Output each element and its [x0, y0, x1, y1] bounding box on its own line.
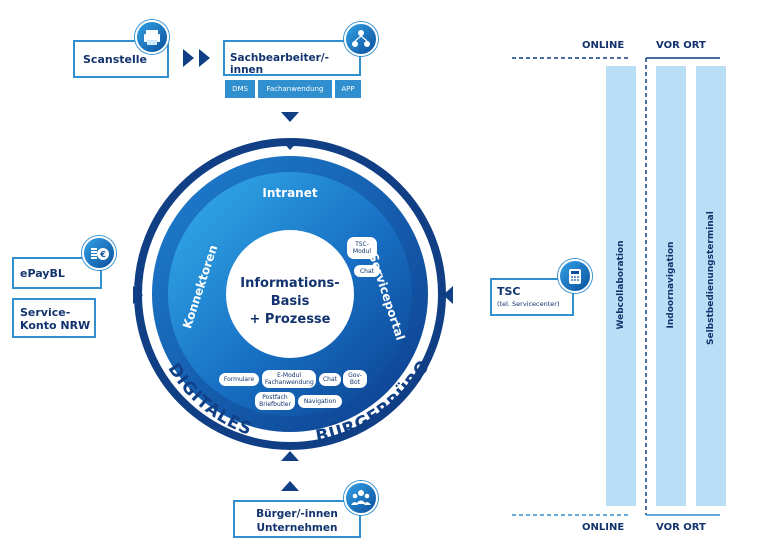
ring-label-intranet: Intranet [262, 186, 317, 200]
scanstelle-label: Scanstelle [83, 53, 147, 66]
pill-tsc-modul-2: Modul [352, 248, 372, 255]
pill-tsc-modul: TSC- Modul [347, 237, 377, 259]
column-webcollaboration [606, 66, 636, 506]
center-circle [226, 230, 354, 358]
online-header-bottom: ONLINE [582, 522, 625, 533]
column-indoornavigation [656, 66, 686, 506]
pill-emodul-2: Fachanwendung [265, 379, 314, 386]
pill-tsc-modul-1: TSC- [355, 241, 369, 248]
pill-formulare: Formulare [219, 373, 259, 386]
people-network-icon [344, 22, 378, 56]
pill-govbot-2: Bot [349, 379, 361, 386]
arrow-left [133, 286, 143, 304]
citizens-box: Bürger/-innen Unternehmen [233, 500, 361, 538]
tsc-label: TSC [497, 285, 521, 298]
epaybl-box: ePayBL [12, 257, 102, 289]
label-webcollaboration: Webcollaboration [616, 240, 626, 330]
printer-icon [135, 20, 169, 54]
payment-icon: € [82, 236, 116, 270]
sachbearbeiter-box: Sachbearbeiter/-innen [223, 40, 361, 76]
pill-govbot: Gov- Bot [343, 370, 367, 388]
label-indoornavigation: Indoornavigation [666, 241, 676, 329]
chip-app: APP [335, 80, 361, 98]
pill-chat: Chat [319, 373, 341, 386]
group-icon [344, 481, 378, 515]
chip-fachanwendung: Fachanwendung [258, 80, 332, 98]
servicekonto-box: Service- Konto NRW [12, 298, 96, 338]
arrow-right [443, 286, 453, 304]
sachbearbeiter-label: Sachbearbeiter/-innen [230, 52, 329, 76]
center-line-1: Informations- [240, 276, 339, 291]
pill-govbot-1: Gov- [348, 372, 362, 379]
chip-dms: DMS [225, 80, 255, 98]
arrow-top-outer [281, 112, 299, 122]
arrow-bottom-inner [281, 451, 299, 461]
label-selbstbedienungsterminal: Selbstbedienungsterminal [706, 211, 716, 345]
servicekonto-label-1: Service- [20, 306, 71, 319]
center-line-2: Basis [271, 294, 310, 309]
phone-icon [558, 259, 592, 293]
vorort-header-top: VOR ORT [656, 40, 706, 51]
center-line-3: + Prozesse [250, 312, 331, 327]
svg-text:€: € [99, 250, 106, 259]
arrow-scan-2 [199, 49, 210, 67]
pill-postfach: Postfach Briefbutler [255, 392, 295, 410]
citizens-label-2: Unternehmen [256, 522, 338, 534]
pill-navigation: Navigation [298, 395, 342, 408]
pill-chat-top: Chat [354, 265, 380, 277]
pill-emodul: E-Modul Fachanwendung [262, 370, 316, 388]
pill-postfach-1: Postfach [262, 394, 288, 401]
servicekonto-label-2: Konto NRW [20, 319, 91, 332]
arrow-scan-1 [183, 49, 194, 67]
tsc-sublabel: (tel. Servicecenter) [497, 300, 560, 308]
column-selbstbedienungsterminal [696, 66, 726, 506]
vorort-header-bottom: VOR ORT [656, 522, 706, 533]
arrow-bottom-outer [281, 481, 299, 491]
citizens-label-1: Bürger/-innen [256, 508, 338, 520]
scanstelle-box: Scanstelle [73, 40, 169, 78]
online-header-top: ONLINE [582, 40, 625, 51]
epaybl-label: ePayBL [20, 267, 65, 280]
pill-emodul-1: E-Modul [276, 372, 302, 379]
pill-postfach-2: Briefbutler [259, 401, 291, 408]
arrow-top-inner [281, 140, 299, 150]
